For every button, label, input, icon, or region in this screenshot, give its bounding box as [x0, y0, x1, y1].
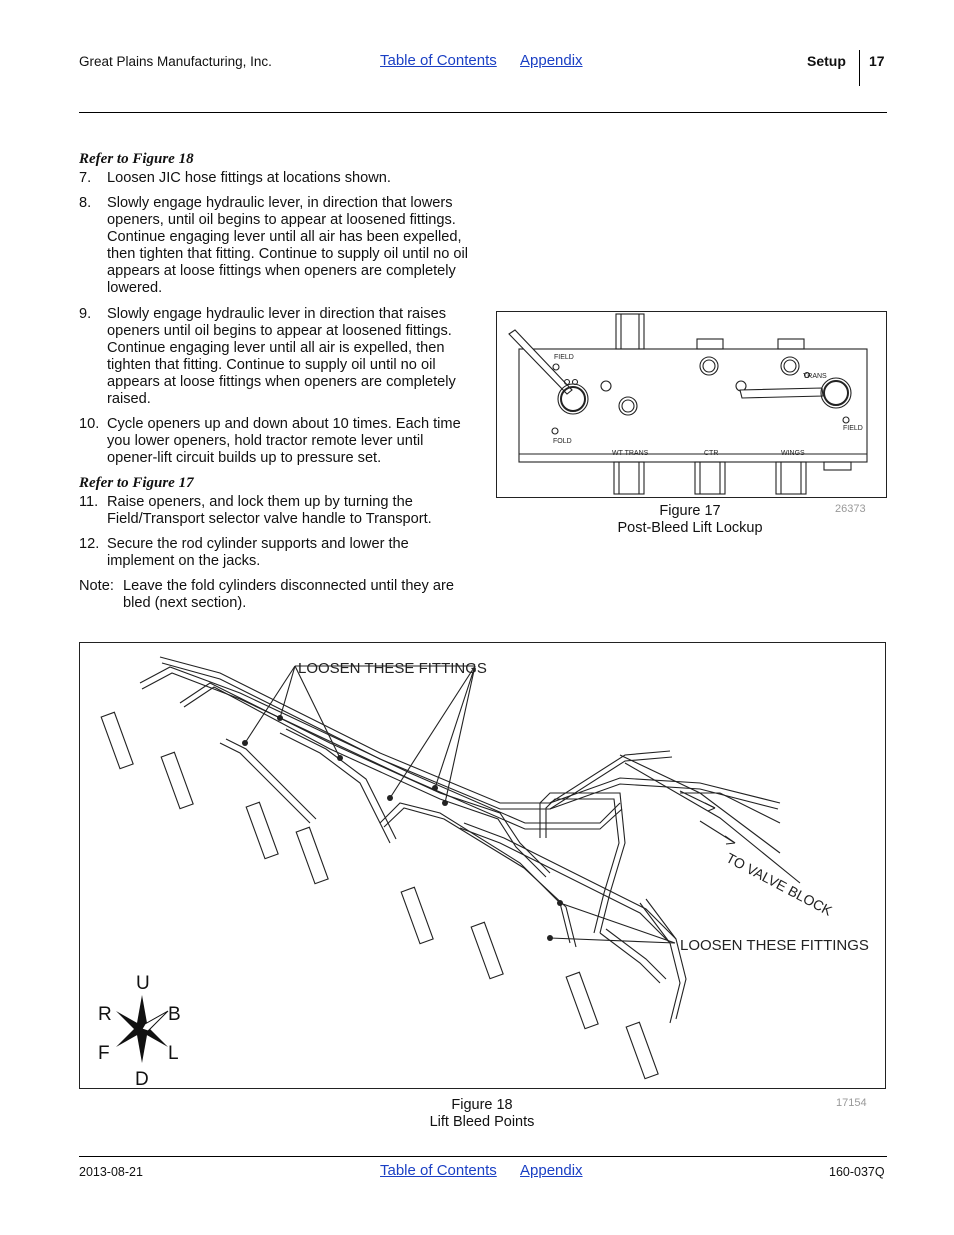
step-number: 9.	[79, 306, 92, 322]
compass-u: U	[136, 973, 150, 994]
compass-rose: U D R B F L	[98, 973, 181, 1090]
label-wt-trans: WT TRANS	[612, 450, 649, 457]
compass-d: D	[135, 1069, 149, 1088]
step-7: 7. Loosen JIC hose fittings at locations…	[79, 170, 471, 187]
step-number: 12.	[79, 536, 100, 552]
step-text: Cycle openers up and down about 10 times…	[107, 416, 461, 466]
footer-date: 2013-08-21	[79, 1165, 143, 1179]
step-10: 10. Cycle openers up and down about 10 t…	[79, 416, 471, 467]
step-text: Raise openers, and lock them up by turni…	[107, 494, 432, 527]
step-number: 7.	[79, 170, 92, 186]
compass-b: B	[168, 1004, 181, 1025]
figure-17-id: 26373	[835, 503, 866, 515]
step-8: 8. Slowly engage hydraulic lever, in dir…	[79, 195, 471, 297]
step-number: 8.	[79, 195, 92, 211]
label-wings: WINGS	[781, 450, 805, 457]
to-valve-block-label: TO VALVE BLOCK	[724, 850, 836, 920]
company-name: Great Plains Manufacturing, Inc.	[79, 54, 272, 69]
figure-18-number: Figure 18	[451, 1097, 513, 1113]
header-rule	[79, 112, 887, 113]
compass-r: R	[98, 1004, 112, 1025]
hydraulic-lines-illustration: LOOSEN THESE FITTINGS LOOSEN THESE FITTI…	[98, 656, 869, 1090]
header-appendix-link[interactable]: Appendix	[520, 52, 583, 69]
step-number: 11.	[79, 494, 99, 510]
step-9: 9. Slowly engage hydraulic lever in dire…	[79, 306, 471, 408]
figure-17-caption: Figure 17 Post-Bleed Lift Lockup	[560, 503, 820, 537]
page-number: 17	[869, 53, 885, 69]
doc-number: 160-037Q	[829, 1165, 885, 1179]
label-field-right: FIELD	[843, 425, 863, 432]
callout-top: LOOSEN THESE FITTINGS	[298, 660, 487, 677]
footer-rule	[79, 1156, 887, 1157]
figure-17-frame: FIELD FOLD TRANS FIELD WT TRANS CTR WING…	[496, 311, 887, 498]
step-text: Slowly engage hydraulic lever in directi…	[107, 306, 456, 407]
refer-figure-17: Refer to Figure 17	[79, 475, 194, 491]
valve-block-illustration: FIELD FOLD TRANS FIELD WT TRANS CTR WING…	[508, 313, 868, 495]
label-trans: TRANS	[803, 373, 827, 380]
step-text: Slowly engage hydraulic lever, in direct…	[107, 195, 469, 296]
step-text: Loosen JIC hose fittings at locations sh…	[107, 170, 391, 186]
compass-l: L	[168, 1043, 179, 1064]
refer-figure-18: Refer to Figure 18	[79, 151, 194, 167]
callout-bottom: LOOSEN THESE FITTINGS	[680, 937, 869, 954]
compass-f: F	[98, 1043, 110, 1064]
header-divider	[859, 50, 860, 86]
label-field-left: FIELD	[554, 354, 574, 361]
label-ctr: CTR	[704, 450, 718, 457]
note-label: Note:	[79, 578, 114, 594]
figure-18-caption: Figure 18 Lift Bleed Points	[352, 1097, 612, 1131]
figure-17-number: Figure 17	[659, 503, 721, 519]
footer-toc-link[interactable]: Table of Contents	[380, 1162, 497, 1179]
section-title: Setup	[807, 53, 846, 69]
note-text: Leave the fold cylinders disconnected un…	[123, 578, 454, 611]
footer-appendix-link[interactable]: Appendix	[520, 1162, 583, 1179]
step-text: Secure the rod cylinder supports and low…	[107, 536, 409, 569]
header-toc-link[interactable]: Table of Contents	[380, 52, 497, 69]
step-number: 10.	[79, 416, 100, 432]
figure-18-id: 17154	[836, 1097, 867, 1109]
figure-18-title: Lift Bleed Points	[429, 1114, 535, 1130]
label-fold: FOLD	[553, 438, 572, 445]
step-11: 11. Raise openers, and lock them up by t…	[79, 494, 471, 528]
figure-17-title: Post-Bleed Lift Lockup	[617, 520, 763, 536]
figure-18-frame: LOOSEN THESE FITTINGS LOOSEN THESE FITTI…	[79, 642, 886, 1090]
note: Note: Leave the fold cylinders disconnec…	[79, 578, 471, 612]
step-12: 12. Secure the rod cylinder supports and…	[79, 536, 471, 570]
